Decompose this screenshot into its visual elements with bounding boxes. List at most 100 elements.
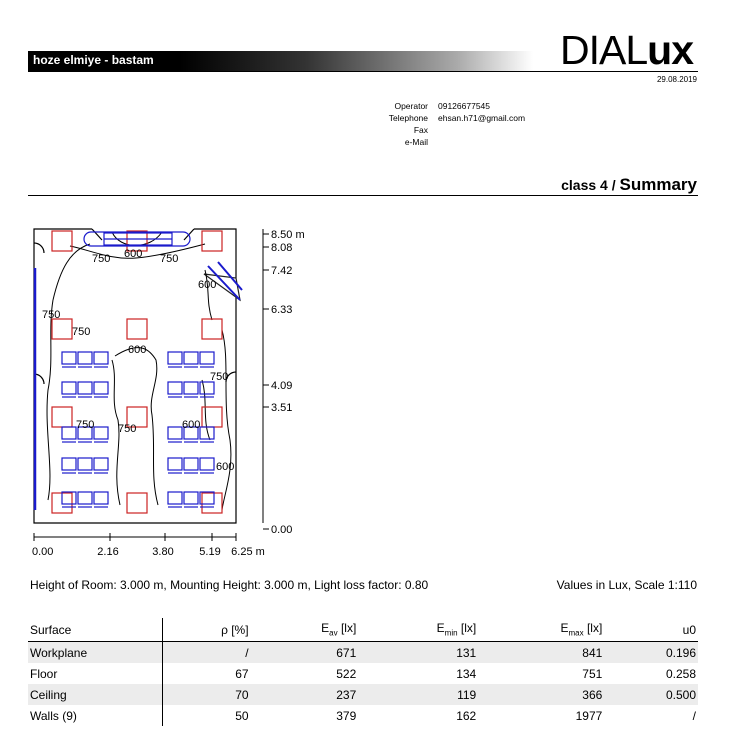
door xyxy=(207,261,243,301)
contact-value: 09126677545 xyxy=(438,101,491,111)
contact-values: 09126677545 ehsan.h71@gmail.com xyxy=(438,100,525,124)
seat-group xyxy=(167,491,215,508)
luminaire xyxy=(201,230,223,252)
isoline-label: 600 xyxy=(182,419,200,431)
isoline-label: 600 xyxy=(128,344,146,356)
logo-bold: ux xyxy=(647,27,694,73)
y-tick-label: 3.51 xyxy=(271,402,292,414)
project-title: hoze elmiye - bastam xyxy=(33,53,154,67)
col-header-emin: Emin [lx] xyxy=(358,618,479,642)
summary-table: Surface ρ [%] Eav [lx] Emin [lx] Emax [l… xyxy=(28,618,698,726)
x-tick-label: 2.16 xyxy=(97,546,118,558)
table-cell: Ceiling xyxy=(28,684,163,705)
table-cell: 131 xyxy=(358,641,479,663)
section-name: Summary xyxy=(619,175,697,194)
y-tick-label: 6.33 xyxy=(271,304,292,316)
isoline-label: 600 xyxy=(198,279,216,291)
table-cell: 522 xyxy=(336,666,357,681)
section-title: class 4 / Summary xyxy=(561,175,697,195)
y-tick-label: 8.08 xyxy=(271,242,292,254)
table-cell: 134 xyxy=(456,666,477,681)
isoline-label: 750 xyxy=(160,253,178,265)
seat-group xyxy=(167,457,215,474)
table-cell: 70 xyxy=(162,684,251,705)
luminaire xyxy=(51,318,73,340)
table-cell: 50 xyxy=(235,708,249,723)
isoline-label: 750 xyxy=(76,419,94,431)
luminaire xyxy=(126,230,148,252)
table-row: Walls (9) 50 379 162 1977 / xyxy=(28,705,698,726)
seat-group xyxy=(167,351,215,368)
luminaire xyxy=(51,230,73,252)
isoline-label: 750 xyxy=(210,371,228,383)
table-cell: 237 xyxy=(250,684,359,705)
table-cell: 162 xyxy=(456,708,477,723)
isolines xyxy=(46,231,232,511)
col-header-emax: Emax [lx] xyxy=(478,618,605,642)
y-tick-label: 8.50 m xyxy=(271,229,305,241)
x-tick-label: 5.19 xyxy=(199,546,220,558)
luminaire xyxy=(126,318,148,340)
col-header-surface: Surface xyxy=(28,618,163,642)
seat-group xyxy=(61,351,109,368)
y-tick-label: 4.09 xyxy=(271,380,292,392)
table-cell: 841 xyxy=(478,641,605,663)
logo-light: DIAL xyxy=(560,27,648,73)
table-cell: 0.500 xyxy=(604,684,698,705)
table-header-row: Surface ρ [%] Eav [lx] Emin [lx] Emax [l… xyxy=(28,618,698,642)
table-cell: 671 xyxy=(250,641,359,663)
section-prefix: class 4 / xyxy=(561,177,620,193)
luminaire xyxy=(126,406,148,428)
table-cell: 67 xyxy=(235,666,249,681)
table-row: Workplane / 671 131 841 0.196 xyxy=(28,641,698,663)
x-tick-label: 0.00 xyxy=(32,546,53,558)
section-divider xyxy=(28,195,698,196)
dialux-logo: DIALux xyxy=(560,27,694,73)
table-row: Ceiling 70 237 119 366 0.500 xyxy=(28,684,698,705)
contact-label: Fax xyxy=(413,125,428,135)
table-cell: 751 xyxy=(582,666,603,681)
table-cell: 0.196 xyxy=(604,641,698,663)
header-divider xyxy=(28,71,698,72)
table-row: Floor 67 522 134 751 0.258 xyxy=(28,663,698,684)
contact-label: e-Mail xyxy=(404,137,428,147)
isoline-label: 750 xyxy=(72,326,90,338)
isoline-label: 750 xyxy=(118,423,136,435)
table-cell: 379 xyxy=(336,708,357,723)
table-cell: / xyxy=(692,708,696,723)
table-cell: Walls (9) xyxy=(28,705,163,726)
isoline-label: 600 xyxy=(216,461,234,473)
col-header-rho: ρ [%] xyxy=(162,618,251,642)
contact-label: Telephone xyxy=(388,113,428,123)
seat-group xyxy=(167,381,215,398)
report-date: 29.08.2019 xyxy=(656,75,697,84)
table-cell: 119 xyxy=(358,684,479,705)
luminaire xyxy=(51,406,73,428)
isoline-label: 750 xyxy=(92,253,110,265)
contact-label: Operator xyxy=(394,101,428,111)
x-tick-label: 3.80 xyxy=(152,546,173,558)
luminaire xyxy=(201,492,223,514)
table-cell: Workplane xyxy=(28,641,163,663)
table-cell: Floor xyxy=(28,663,163,684)
front-fixture xyxy=(83,231,191,247)
room-info: Height of Room: 3.000 m, Mounting Height… xyxy=(30,578,429,592)
table-cell: 1977 xyxy=(575,708,603,723)
header-bar xyxy=(28,51,533,72)
luminaire xyxy=(126,492,148,514)
scale-info: Values in Lux, Scale 1:110 xyxy=(556,578,697,592)
luminaires xyxy=(51,230,223,514)
contact-labels: Operator Telephone Fax e-Mail xyxy=(389,100,428,148)
x-tick-label: 6.25 m xyxy=(231,546,265,558)
room-walls xyxy=(33,228,241,524)
seat-group xyxy=(61,381,109,398)
seat-group xyxy=(61,491,109,508)
contact-value: ehsan.h71@gmail.com xyxy=(438,113,526,123)
table-cell: / xyxy=(162,641,251,663)
isoline-label: 600 xyxy=(124,248,142,260)
y-tick-label: 7.42 xyxy=(271,265,292,277)
col-header-u0: u0 xyxy=(604,618,698,642)
